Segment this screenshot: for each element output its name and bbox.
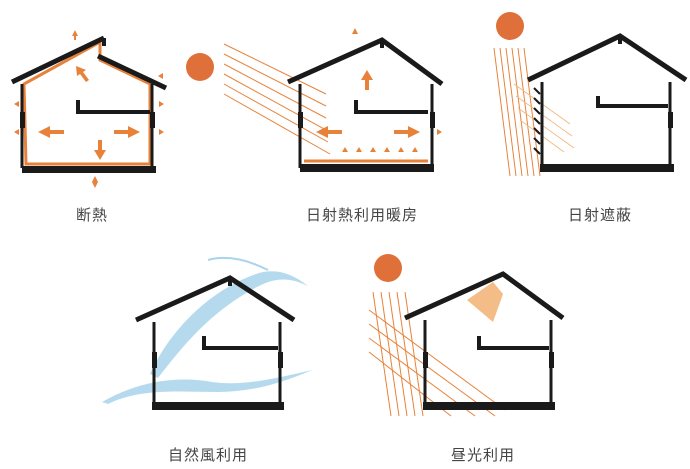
mezzanine-floor bbox=[354, 100, 428, 114]
caption-solar-shading: 日射遮蔽 bbox=[568, 206, 633, 224]
house-floor bbox=[423, 402, 555, 410]
mezzanine-floor bbox=[596, 96, 668, 108]
sun-ray-icon bbox=[493, 47, 541, 177]
heat-arrow-icon bbox=[316, 28, 442, 152]
skylight-icon bbox=[467, 282, 503, 322]
daylighting-diagram bbox=[368, 254, 565, 417]
sun-icon bbox=[374, 254, 402, 282]
house-roof bbox=[526, 33, 688, 83]
window-icon bbox=[298, 112, 303, 128]
heat-arrow-icon bbox=[14, 30, 164, 188]
house-roof bbox=[10, 35, 106, 85]
house-floor bbox=[22, 166, 156, 173]
natural-ventilation-diagram bbox=[102, 256, 312, 410]
panel-daylighting: 昼光利用 bbox=[355, 240, 575, 469]
insulation-diagram bbox=[10, 30, 168, 188]
mezzanine-floor bbox=[477, 336, 549, 350]
caption-passive-solar: 日射熱利用暖房 bbox=[306, 206, 419, 224]
insulation-layer bbox=[22, 39, 152, 166]
solar-shading-diagram bbox=[493, 12, 688, 177]
window-icon bbox=[20, 112, 25, 128]
sun-ray-icon bbox=[223, 43, 331, 155]
louver-icon bbox=[533, 87, 541, 155]
mezzanine-floor bbox=[76, 100, 150, 114]
panel-natural-ventilation: 自然風利用 bbox=[100, 240, 320, 469]
panel-passive-solar: 日射熱利用暖房 bbox=[180, 0, 450, 230]
house-roof-right bbox=[96, 53, 168, 91]
sun-icon bbox=[496, 12, 524, 40]
house-floor bbox=[152, 402, 284, 410]
sun-icon bbox=[186, 53, 214, 81]
house-floor bbox=[540, 164, 674, 172]
deflected-ray-icon bbox=[513, 83, 575, 153]
mezzanine-floor bbox=[202, 336, 278, 350]
caption-insulation: 断熱 bbox=[76, 206, 109, 224]
wind-icon bbox=[150, 271, 308, 378]
passive-solar-diagram bbox=[186, 28, 444, 172]
caption-natural-ventilation: 自然風利用 bbox=[168, 446, 249, 464]
wind-gust-lower bbox=[102, 370, 312, 404]
panel-insulation: 断熱 bbox=[0, 0, 180, 230]
panel-solar-shading: 日射遮蔽 bbox=[480, 0, 690, 230]
window-icon bbox=[423, 352, 428, 368]
house-roof bbox=[403, 271, 565, 321]
window-icon bbox=[152, 352, 157, 368]
house-floor bbox=[300, 164, 434, 172]
caption-daylighting: 昼光利用 bbox=[451, 446, 516, 464]
